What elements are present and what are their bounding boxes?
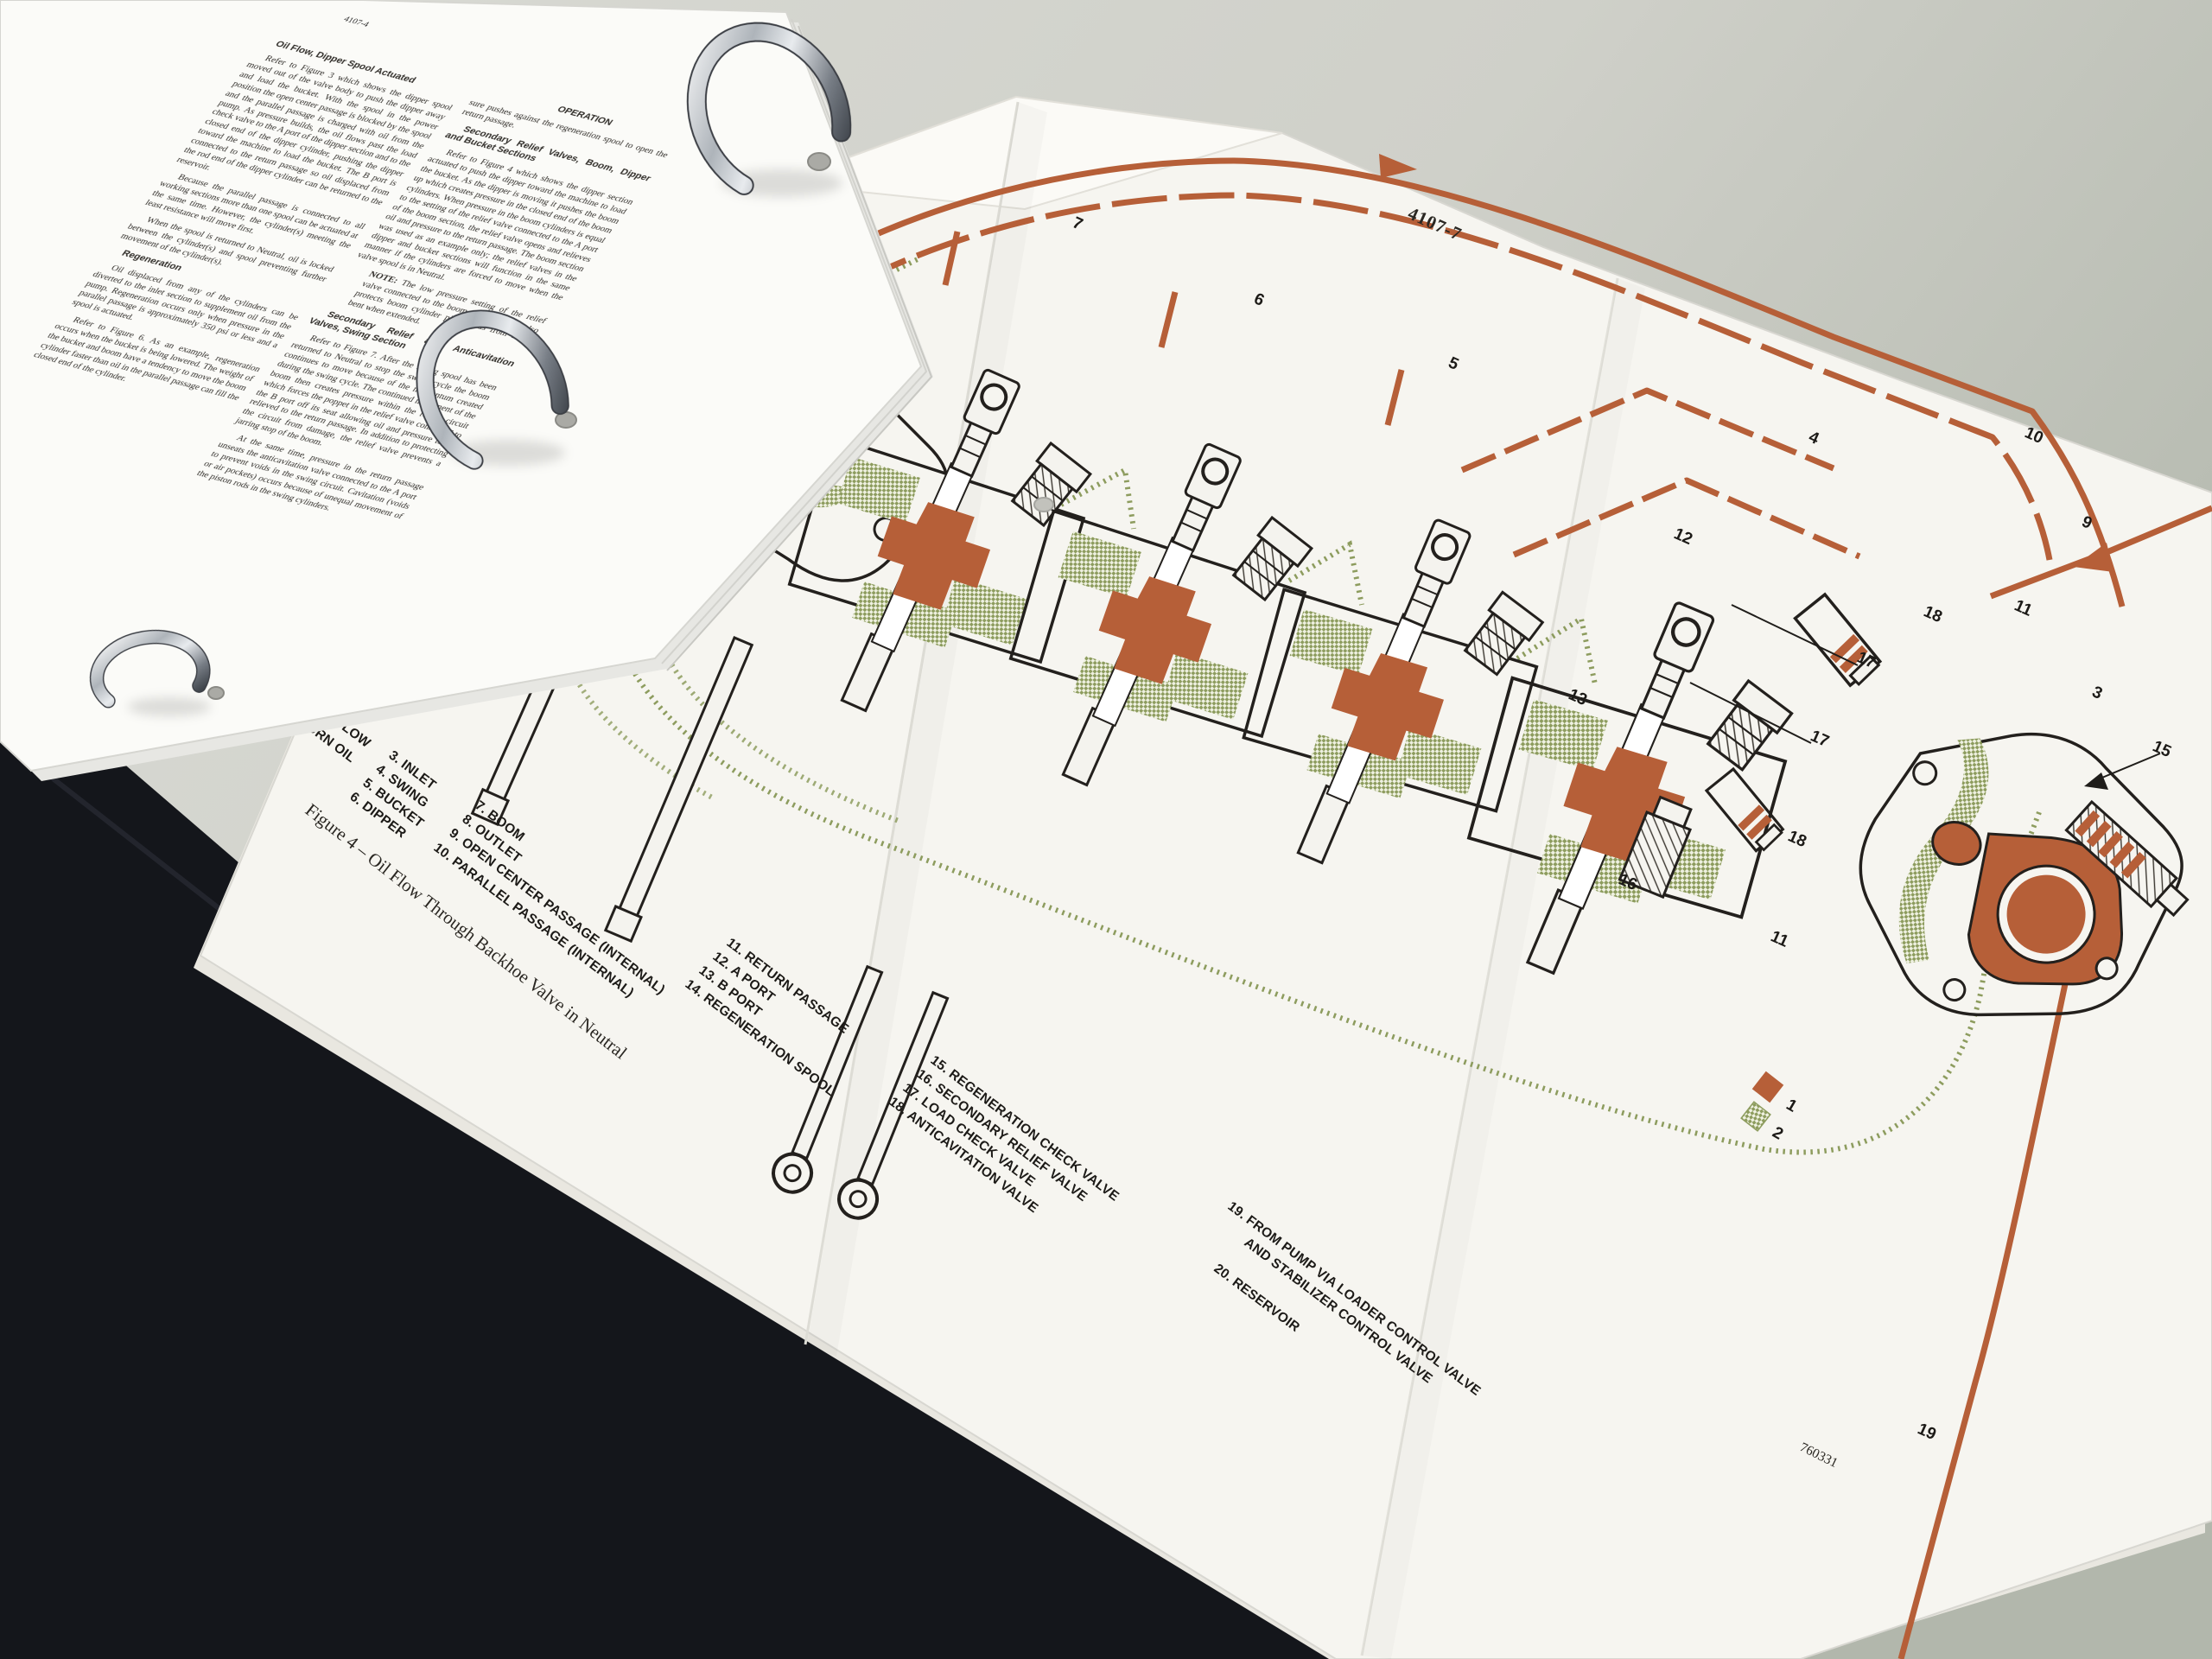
- pump-flow-key-swatch: [1751, 1071, 1784, 1103]
- left-page-stack: [0, 0, 933, 781]
- binder-ring-top[interactable]: [670, 8, 855, 195]
- foldout-top-fold: [777, 95, 1283, 211]
- color-key: [1740, 1071, 1784, 1132]
- inlet-section: [1859, 732, 2190, 1017]
- punched-holes: [207, 152, 1054, 700]
- secondary-relief-valve: [1618, 795, 1693, 899]
- left-page[interactable]: [0, 0, 923, 772]
- binder-ring-middle[interactable]: [398, 294, 572, 470]
- ring-shadows: [128, 169, 842, 716]
- return-oil-key-swatch: [1740, 1101, 1771, 1132]
- foldout-creases: [804, 101, 1619, 1656]
- binder-ring-bottom[interactable]: [89, 629, 211, 709]
